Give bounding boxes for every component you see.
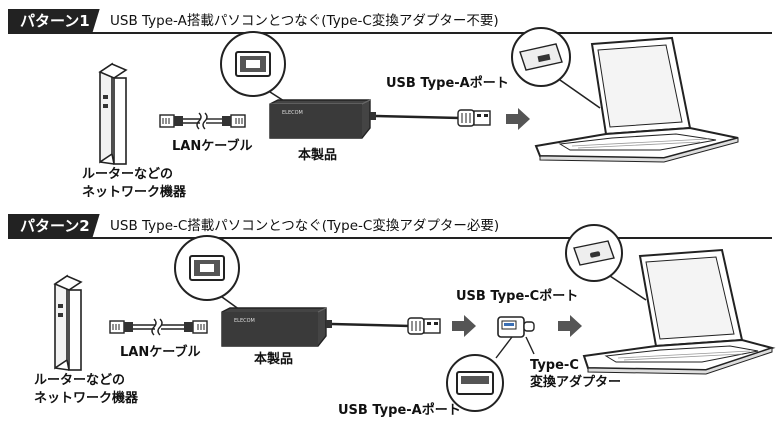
laptop-2 xyxy=(582,248,776,375)
pattern1-badge: パターン1 xyxy=(8,9,100,33)
svg-text:ELECOM: ELECOM xyxy=(282,110,303,116)
usb-a-plug-1 xyxy=(457,109,491,127)
laptop-port-callout-2 xyxy=(565,224,647,301)
type-c-converter xyxy=(495,316,535,359)
pattern1-heading: USB Type-A搭載パソコンとつなぐ(Type-C変換アダプター不要) xyxy=(110,13,499,29)
router-label-1b: ネットワーク機器 xyxy=(82,185,187,200)
lan-cable-label-2: LANケーブル xyxy=(120,345,201,360)
usb-a-plug-2 xyxy=(407,317,441,335)
router-label-2a: ルーターなどの xyxy=(34,373,126,388)
product-label-1: 本製品 xyxy=(298,148,338,163)
lan-cable-label-1: LANケーブル xyxy=(172,139,253,154)
product-port-callout-2 xyxy=(174,235,241,311)
laptop-port-callout-1 xyxy=(511,27,601,109)
section-divider-2 xyxy=(8,237,772,239)
router-device-2 xyxy=(53,274,83,371)
usb-a-port-callout xyxy=(446,354,504,412)
product-label-2: 本製品 xyxy=(254,352,294,367)
product-adapter-2: ELECOM xyxy=(221,307,411,347)
arrow-to-adapter xyxy=(452,315,476,337)
adapter-label-b: 変換アダプター xyxy=(530,375,622,390)
laptop-1 xyxy=(534,36,739,163)
product-adapter-1: ELECOM xyxy=(269,99,461,139)
usb-type-c-port-label: USB Type-Cポート xyxy=(456,289,579,304)
usb-type-a-port-label-1: USB Type-Aポート xyxy=(386,76,509,91)
lan-cable-1 xyxy=(159,112,246,130)
pattern2-badge: パターン2 xyxy=(8,214,100,238)
svg-text:ELECOM: ELECOM xyxy=(234,318,255,324)
adapter-label-a: Type-C xyxy=(530,358,579,373)
pattern2-heading: USB Type-C搭載パソコンとつなぐ(Type-C変換アダプター必要) xyxy=(110,218,500,234)
lan-cable-2 xyxy=(109,318,208,336)
section-divider-1 xyxy=(8,32,772,34)
arrow-to-laptop-2 xyxy=(558,315,582,337)
arrow-to-laptop-1 xyxy=(506,108,530,130)
router-device-1 xyxy=(98,62,128,165)
router-label-2b: ネットワーク機器 xyxy=(34,391,139,406)
usb-type-a-port-label-2: USB Type-Aポート xyxy=(338,403,461,418)
router-label-1a: ルーターなどの xyxy=(82,167,174,182)
product-port-callout-1 xyxy=(220,31,296,109)
